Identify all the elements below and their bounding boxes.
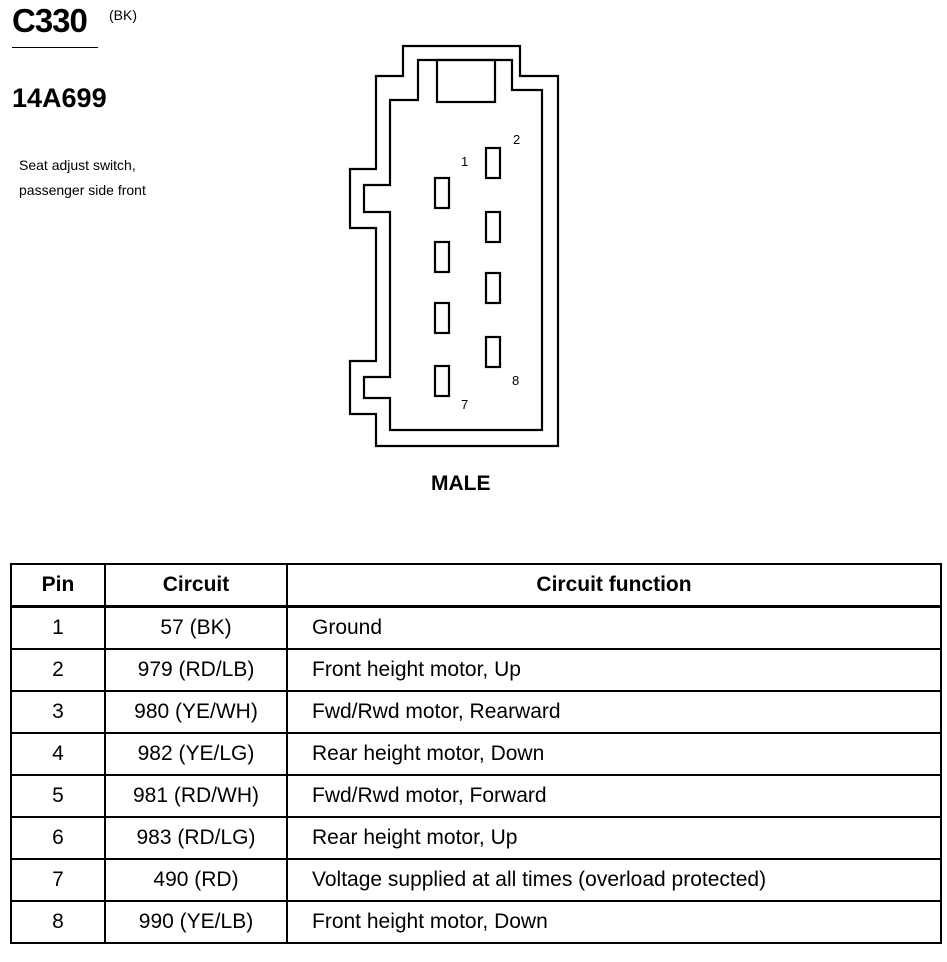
- header-pin: Pin: [10, 563, 106, 608]
- circuit-cell: 980 (YE/WH): [104, 690, 288, 734]
- header-circuit: Circuit: [104, 563, 288, 608]
- circuit-cell: 490 (RD): [104, 858, 288, 902]
- pin-cell: 1: [10, 605, 106, 650]
- table-row: 4 982 (YE/LG) Rear height motor, Down: [10, 732, 942, 776]
- pin-cell: 8: [10, 900, 106, 944]
- circuit-cell: 57 (BK): [104, 605, 288, 650]
- table-row: 8 990 (YE/LB) Front height motor, Down: [10, 900, 942, 944]
- circuit-cell: 990 (YE/LB): [104, 900, 288, 944]
- circuit-cell: 979 (RD/LB): [104, 648, 288, 692]
- pin-cell: 6: [10, 816, 106, 860]
- pin-2-terminal: [484, 146, 502, 180]
- table-row: 2 979 (RD/LB) Front height motor, Up: [10, 648, 942, 692]
- connector-gender-label: MALE: [431, 472, 491, 495]
- function-cell: Rear height motor, Up: [286, 816, 942, 860]
- function-cell: Front height motor, Up: [286, 648, 942, 692]
- circuit-cell: 983 (RD/LG): [104, 816, 288, 860]
- pin-cell: 5: [10, 774, 106, 818]
- pin-cell: 4: [10, 732, 106, 776]
- function-cell: Front height motor, Down: [286, 900, 942, 944]
- function-cell: Fwd/Rwd motor, Forward: [286, 774, 942, 818]
- table-header-row: Pin Circuit Circuit function: [10, 563, 942, 608]
- function-cell: Ground: [286, 605, 942, 650]
- pin-3-terminal: [433, 240, 451, 274]
- header-circuit-function: Circuit function: [286, 563, 942, 608]
- pin-6-terminal: [484, 271, 502, 305]
- pin-1-terminal: [433, 176, 451, 210]
- table-row: 6 983 (RD/LG) Rear height motor, Up: [10, 816, 942, 860]
- pin-8-terminal: [484, 335, 502, 369]
- connector-inner-outline: [362, 58, 544, 432]
- part-number: 14A699: [12, 83, 107, 113]
- pin-4-terminal: [484, 210, 502, 244]
- function-cell: Rear height motor, Down: [286, 732, 942, 776]
- pin-label-7: 7: [461, 397, 468, 412]
- pin-label-2: 2: [513, 132, 520, 147]
- pin-label-8: 8: [512, 373, 519, 388]
- pin-label-1: 1: [461, 154, 468, 169]
- pin-7-terminal: [433, 364, 451, 398]
- description-line-2: passenger side front: [19, 182, 146, 198]
- table-row: 1 57 (BK) Ground: [10, 605, 942, 650]
- pin-cell: 7: [10, 858, 106, 902]
- title-underline: [12, 47, 98, 48]
- function-cell: Voltage supplied at all times (overload …: [286, 858, 942, 902]
- circuit-cell: 981 (RD/WH): [104, 774, 288, 818]
- locking-tab: [435, 58, 497, 104]
- connector-color: (BK): [109, 7, 137, 23]
- function-cell: Fwd/Rwd motor, Rearward: [286, 690, 942, 734]
- description-line-1: Seat adjust switch,: [19, 157, 136, 173]
- table-row: 3 980 (YE/WH) Fwd/Rwd motor, Rearward: [10, 690, 942, 734]
- pin-cell: 2: [10, 648, 106, 692]
- pin-5-terminal: [433, 301, 451, 335]
- circuit-cell: 982 (YE/LG): [104, 732, 288, 776]
- table-row: 5 981 (RD/WH) Fwd/Rwd motor, Forward: [10, 774, 942, 818]
- connector-outer-outline: [348, 44, 560, 448]
- connector-id: C330: [12, 2, 88, 39]
- connector-diagram: 1 2 7 8: [348, 44, 560, 448]
- pin-circuit-table: Pin Circuit Circuit function 1 57 (BK) G…: [10, 563, 942, 944]
- table-row: 7 490 (RD) Voltage supplied at all times…: [10, 858, 942, 902]
- pin-cell: 3: [10, 690, 106, 734]
